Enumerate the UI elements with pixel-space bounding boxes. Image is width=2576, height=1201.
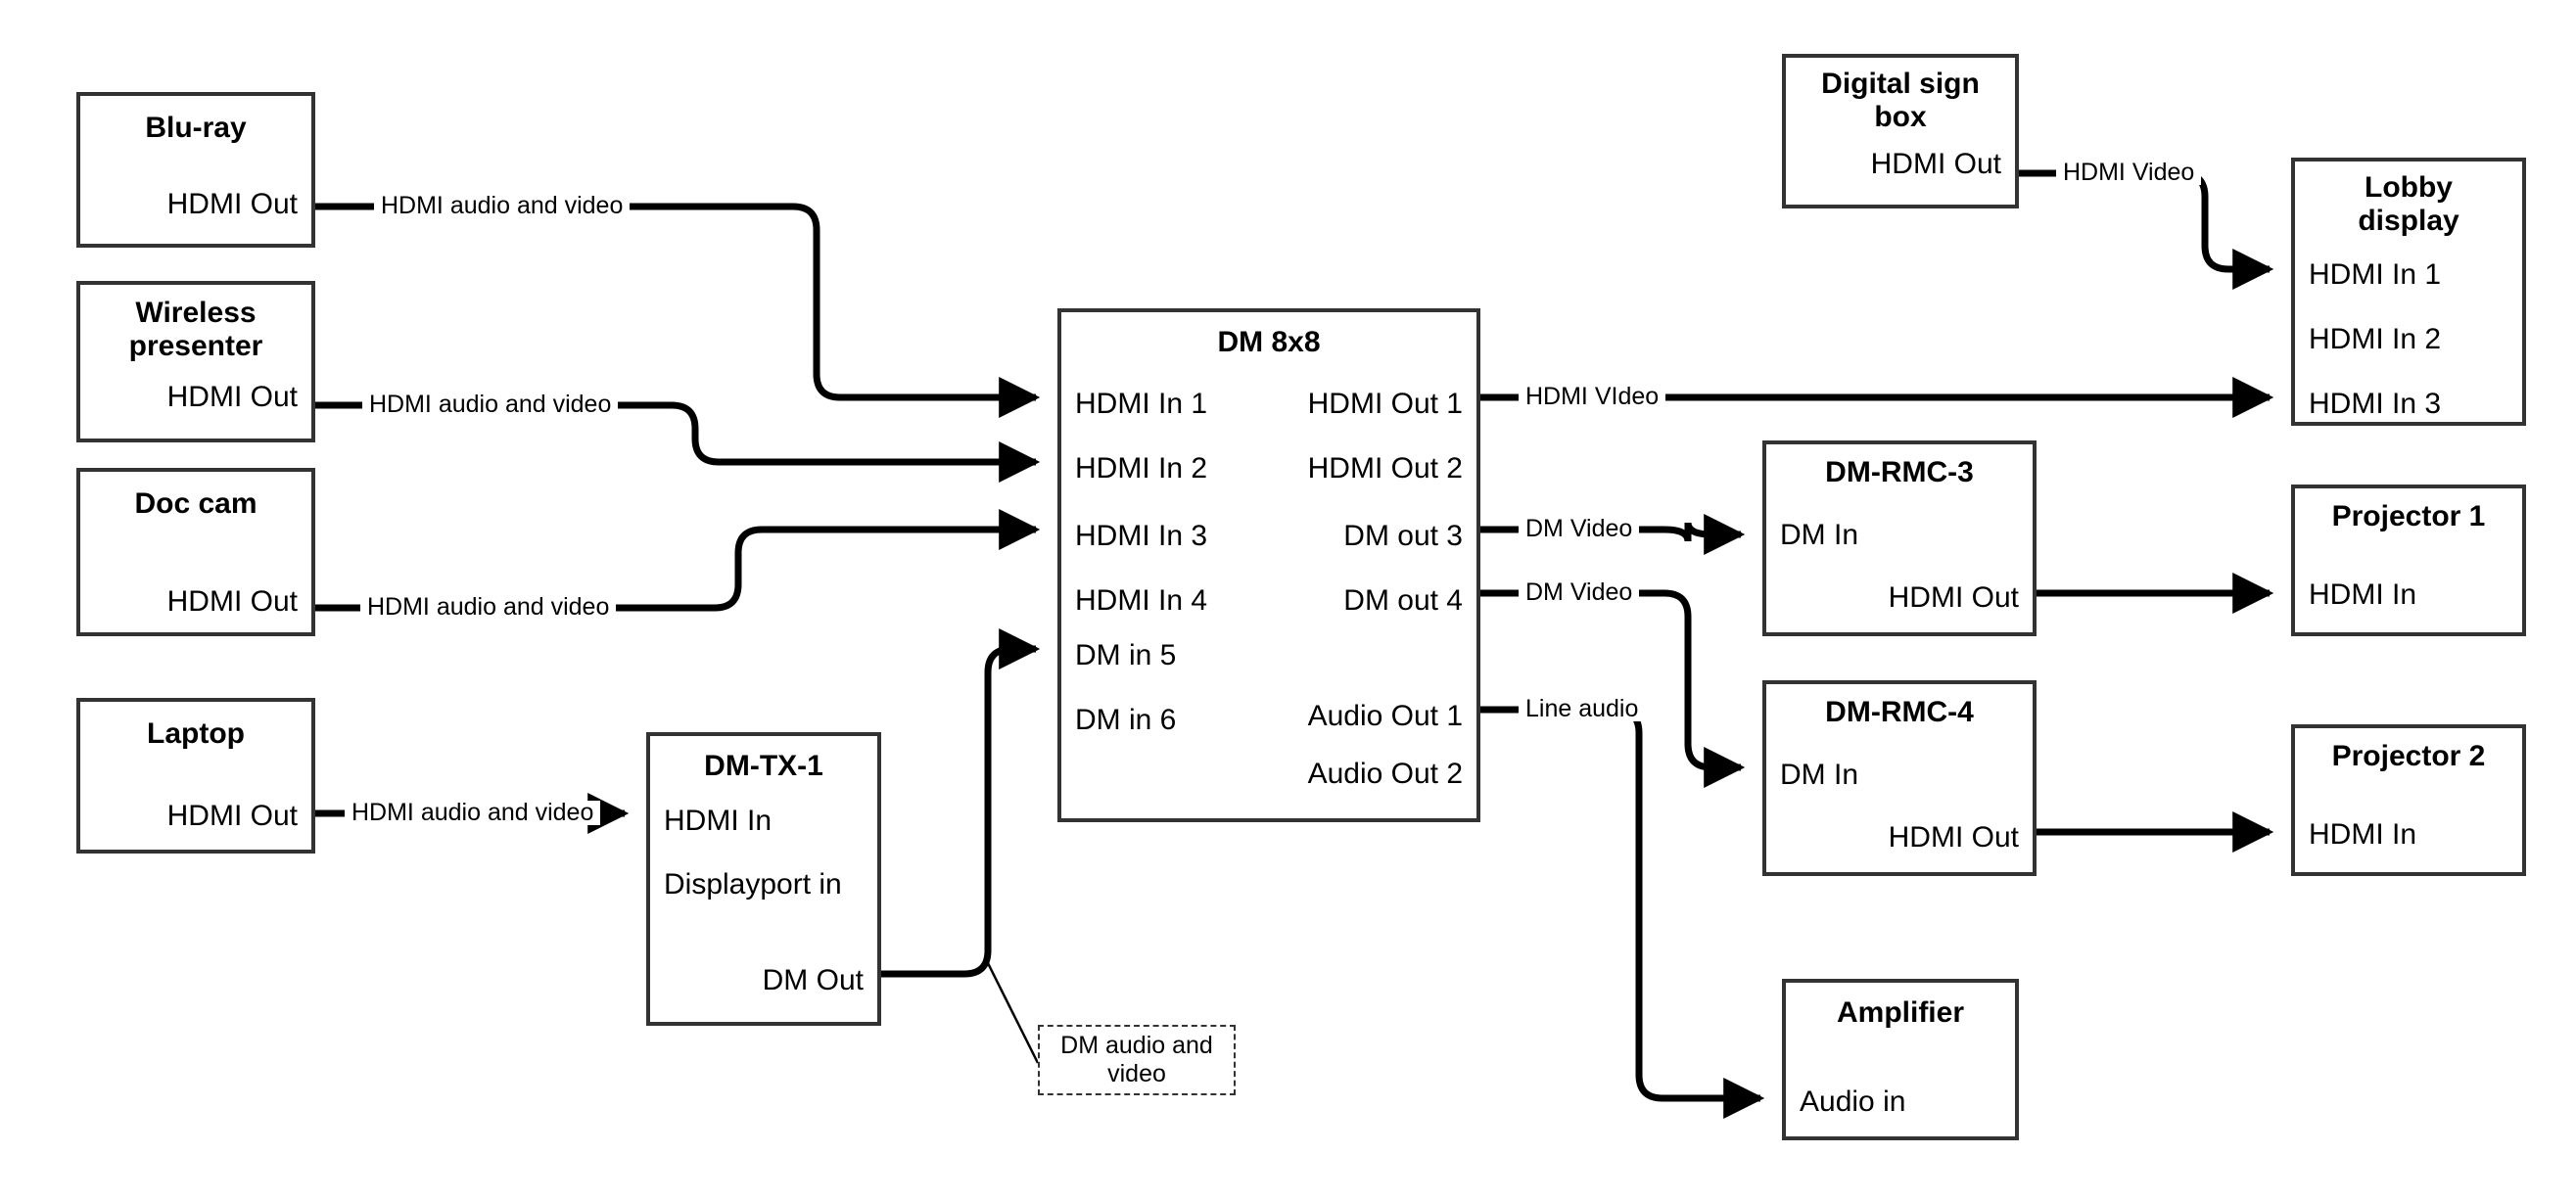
node-lobby-display-title-line2: display [2358, 204, 2459, 237]
node-dm-tx-1-title: DM-TX-1 [704, 750, 823, 782]
leader-line-dm-audio-video-note [983, 956, 1040, 1064]
node-dm-rmc-4-port-hdmi-out[interactable]: HDMI Out [1888, 821, 2019, 854]
node-dm-8x8-input-hdmi-in-2[interactable]: HDMI In 2 [1075, 452, 1208, 485]
node-bluray-port-hdmi-out[interactable]: HDMI Out [166, 188, 298, 220]
wire-label-dm8x8-dmout3-to-dmrmc3: DM Video [1519, 517, 1640, 541]
node-dm-tx-1[interactable]: DM-TX-1 HDMI In Displayport in DM Out [646, 732, 881, 1026]
node-lobby-display-title: Lobby display [2295, 171, 2522, 237]
node-dm-rmc-3-title: DM-RMC-3 [1825, 456, 1974, 488]
node-dm-8x8-output-dm-out-3[interactable]: DM out 3 [1343, 520, 1463, 552]
node-laptop-title: Laptop [147, 717, 245, 750]
node-dm-8x8[interactable]: DM 8x8 HDMI In 1 HDMI In 2 HDMI In 3 HDM… [1057, 308, 1480, 822]
node-dm-8x8-input-dm-in-5[interactable]: DM in 5 [1075, 639, 1177, 671]
node-wireless-presenter-title-line2: presenter [128, 329, 263, 362]
node-projector-2-port-hdmi-in[interactable]: HDMI In [2309, 818, 2417, 851]
node-bluray[interactable]: Blu-ray HDMI Out [76, 92, 315, 248]
node-wireless-presenter-title-line1: Wireless [135, 297, 257, 329]
node-dm-8x8-output-dm-out-4[interactable]: DM out 4 [1343, 584, 1463, 617]
wire-label-doccam-to-dm8x8: HDMI audio and video [360, 595, 617, 620]
note-dm-audio-and-video: DM audio and video [1038, 1025, 1236, 1095]
node-dm-tx-1-port-hdmi-in[interactable]: HDMI In [664, 805, 773, 837]
node-dm-rmc-4[interactable]: DM-RMC-4 DM In HDMI Out [1762, 680, 2037, 876]
node-amplifier[interactable]: Amplifier Audio in [1782, 979, 2019, 1140]
node-wireless-presenter-port-hdmi-out[interactable]: HDMI Out [166, 381, 298, 413]
wire-label-bluray-to-dm8x8: HDMI audio and video [374, 194, 631, 218]
node-doc-cam-title: Doc cam [134, 487, 258, 520]
node-bluray-title: Blu-ray [145, 112, 247, 144]
node-dm-8x8-output-audio-out-2[interactable]: Audio Out 2 [1307, 758, 1463, 790]
node-dm-8x8-output-hdmi-out-2[interactable]: HDMI Out 2 [1307, 452, 1463, 485]
node-digital-sign-box-title: Digital sign box [1786, 68, 2015, 133]
node-laptop[interactable]: Laptop HDMI Out [76, 698, 315, 854]
node-digital-sign-box-title-line1: Digital sign [1821, 68, 1980, 100]
node-doc-cam[interactable]: Doc cam HDMI Out [76, 468, 315, 636]
node-dm-8x8-input-hdmi-in-3[interactable]: HDMI In 3 [1075, 520, 1208, 552]
wire-label-digitalsign-to-lobby: HDMI Video [2056, 161, 2202, 185]
wire-label-dm8x8-hdmiout1-to-lobby: HDMI VIdeo [1519, 385, 1666, 409]
node-amplifier-port-audio-in[interactable]: Audio in [1800, 1086, 1906, 1118]
node-doc-cam-port-hdmi-out[interactable]: HDMI Out [166, 585, 298, 618]
node-projector-2[interactable]: Projector 2 HDMI In [2291, 724, 2526, 876]
node-digital-sign-box-port-hdmi-out[interactable]: HDMI Out [1870, 148, 2001, 180]
node-digital-sign-box[interactable]: Digital sign box HDMI Out [1782, 54, 2019, 208]
node-dm-rmc-3-port-dm-in[interactable]: DM In [1780, 519, 1859, 551]
node-lobby-display[interactable]: Lobby display HDMI In 1 HDMI In 2 HDMI I… [2291, 158, 2526, 426]
node-dm-8x8-output-hdmi-out-1[interactable]: HDMI Out 1 [1307, 388, 1463, 420]
node-projector-1[interactable]: Projector 1 HDMI In [2291, 485, 2526, 636]
wire-dmtx1-to-dm8x8 [881, 628, 1041, 978]
node-dm-8x8-output-audio-out-1[interactable]: Audio Out 1 [1307, 700, 1463, 732]
node-projector-2-title: Projector 2 [2331, 740, 2486, 772]
node-dm-8x8-title: DM 8x8 [1217, 326, 1321, 358]
node-dm-tx-1-port-dm-out[interactable]: DM Out [762, 964, 864, 996]
node-dm-8x8-input-hdmi-in-1[interactable]: HDMI In 1 [1075, 388, 1208, 420]
node-wireless-presenter-title: Wireless presenter [80, 297, 311, 362]
node-amplifier-title: Amplifier [1836, 996, 1965, 1029]
node-dm-8x8-input-dm-in-6[interactable]: DM in 6 [1075, 704, 1177, 736]
wire-digitalsign-to-lobby [2019, 169, 2274, 290]
wire-dm8x8-dmout4-to-dmrmc4 [1480, 589, 1746, 788]
node-dm-rmc-3[interactable]: DM-RMC-3 DM In HDMI Out [1762, 440, 2037, 636]
node-lobby-display-input-hdmi-in-3[interactable]: HDMI In 3 [2309, 388, 2442, 420]
node-laptop-port-hdmi-out[interactable]: HDMI Out [166, 800, 298, 832]
node-dm-8x8-input-hdmi-in-4[interactable]: HDMI In 4 [1075, 584, 1208, 617]
node-lobby-display-input-hdmi-in-2[interactable]: HDMI In 2 [2309, 323, 2442, 355]
wire-label-laptop-to-dmtx1: HDMI audio and video [345, 801, 601, 825]
node-dm-rmc-4-port-dm-in[interactable]: DM In [1780, 759, 1859, 791]
wire-label-wireless-to-dm8x8: HDMI audio and video [362, 393, 619, 417]
node-projector-1-title: Projector 1 [2331, 500, 2486, 532]
node-dm-rmc-4-title: DM-RMC-4 [1825, 696, 1974, 728]
wire-bluray-to-dm8x8 [315, 203, 1041, 418]
node-dm-rmc-3-port-hdmi-out[interactable]: HDMI Out [1888, 581, 2019, 614]
node-wireless-presenter[interactable]: Wireless presenter HDMI Out [76, 281, 315, 442]
wire-dm8x8-audioout1-to-amplifier [1480, 706, 1765, 1119]
node-projector-1-port-hdmi-in[interactable]: HDMI In [2309, 578, 2417, 611]
node-dm-tx-1-port-displayport-in[interactable]: Displayport in [664, 868, 842, 901]
wire-label-dm8x8-dmout4-to-dmrmc4: DM Video [1519, 580, 1640, 605]
node-lobby-display-title-line1: Lobby [2365, 171, 2453, 204]
node-lobby-display-input-hdmi-in-1[interactable]: HDMI In 1 [2309, 258, 2442, 291]
wire-label-dm8x8-audioout1-to-amplifier: Line audio [1519, 697, 1646, 721]
node-digital-sign-box-title-line2: box [1874, 100, 1927, 133]
